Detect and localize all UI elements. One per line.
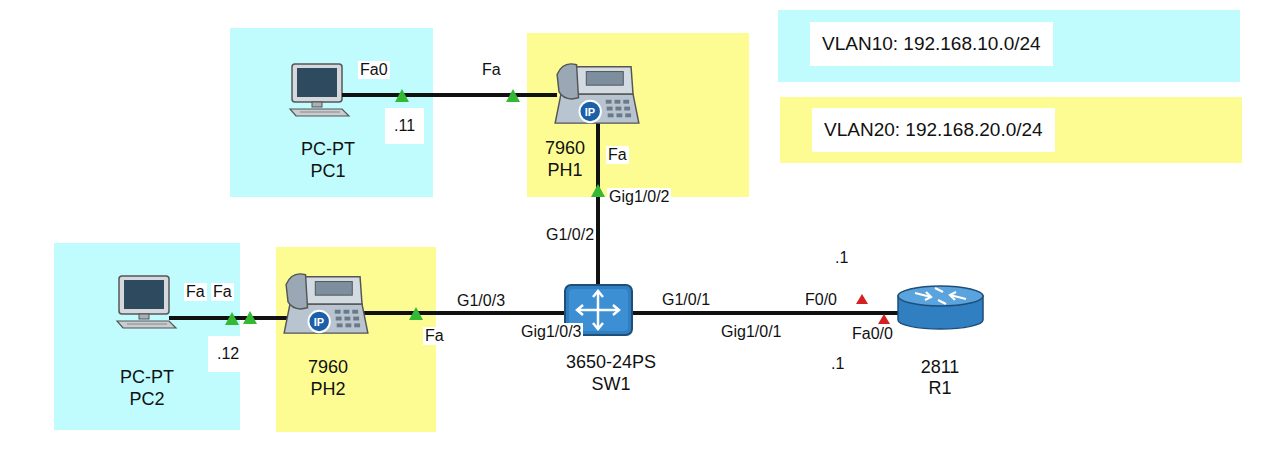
device-model: 3650-24PS: [566, 352, 656, 373]
link-line: [596, 197, 600, 280]
device-model: 7960: [308, 357, 348, 378]
device-name: PH1: [547, 160, 582, 181]
vlan20-phone-zone: 7960PH1: [527, 33, 749, 197]
port-label: Gig1/0/3: [519, 323, 583, 341]
port-label: G1/0/3: [455, 292, 507, 310]
ip-badge-text: IP: [314, 316, 324, 328]
port-label: Gig1/0/1: [719, 323, 783, 341]
link-light-down: [878, 314, 890, 324]
port-label: G1/0/2: [544, 226, 596, 244]
port-label: Fa0: [358, 61, 390, 79]
legend-text: VLAN20: 192.168.20.0/24: [812, 108, 1055, 152]
device-name: PH2: [310, 379, 345, 400]
port-label: Fa: [211, 283, 234, 301]
device-model: PC-PT: [120, 367, 174, 388]
ip-host-label: .11: [385, 108, 424, 144]
device-model: PC-PT: [301, 139, 355, 160]
port-label: Fa: [606, 146, 629, 164]
link-line: [240, 316, 276, 320]
port-label: Fa: [184, 283, 207, 301]
port-label: Gig1/0/2: [607, 188, 671, 206]
link-light-down: [856, 294, 868, 304]
ethernet-link: [598, 197, 599, 280]
ethernet-link: [665, 313, 893, 314]
device-model: 2811: [921, 357, 960, 378]
port-label: G1/0/1: [660, 291, 712, 309]
link-line: [436, 311, 560, 315]
device-model: 7960: [545, 138, 585, 159]
link-light: [506, 89, 520, 102]
vlan20-phone-zone: 7960PH2: [276, 247, 436, 432]
ip-host-label: .1: [826, 240, 857, 276]
device-name: PC2: [129, 389, 164, 410]
port-label: Fa: [423, 327, 446, 345]
ip-badge-text: IP: [585, 106, 595, 118]
port-label: Fa0/0: [850, 325, 895, 343]
device-name: PC1: [310, 161, 345, 182]
port-label: Fa: [480, 61, 503, 79]
link-line: [665, 311, 893, 315]
link-light: [243, 311, 257, 324]
ip-host-label: .1: [822, 346, 853, 382]
device-name: R1: [928, 378, 951, 399]
port-label: F0/0: [803, 291, 839, 309]
legend-text: VLAN10: 192.168.10.0/24: [810, 22, 1053, 66]
ethernet-link: [240, 318, 276, 319]
device-name: SW1: [591, 374, 630, 395]
ethernet-link: [436, 313, 560, 314]
ip-phone-icon: [276, 247, 436, 432]
ip-host-label: .12: [208, 336, 248, 372]
router-node: 2811R1: [893, 282, 988, 402]
